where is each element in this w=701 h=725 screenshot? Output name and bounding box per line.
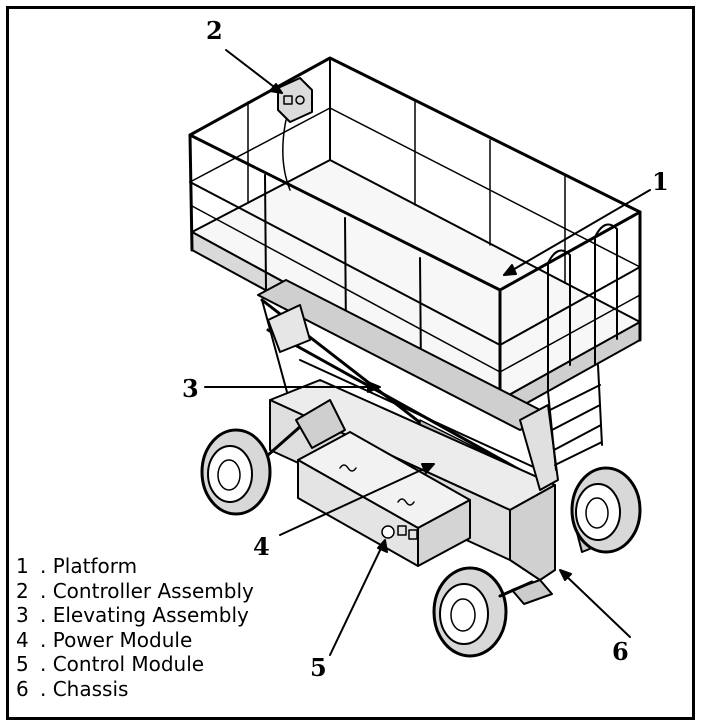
legend-number: 4 bbox=[16, 627, 29, 652]
ladder bbox=[547, 364, 603, 471]
leader-6 bbox=[562, 572, 631, 638]
wheel-front bbox=[432, 566, 534, 658]
legend-number: 6 bbox=[16, 676, 29, 701]
leader-arrows bbox=[204, 49, 651, 656]
legend-item-platform: 1. Platform bbox=[16, 554, 138, 578]
legend-item-elevating-assembly: 3. Elevating Assembly bbox=[16, 603, 249, 628]
callout-3: 3 bbox=[182, 374, 199, 403]
wheel-rear-right bbox=[570, 466, 642, 554]
legend-number: 5 bbox=[16, 652, 29, 677]
legend-label: Elevating Assembly bbox=[52, 603, 249, 628]
legend-item-controller-assembly: 2. Controller Assembly bbox=[16, 578, 254, 603]
callout-6: 6 bbox=[612, 637, 629, 666]
legend-label: Power Module bbox=[52, 627, 193, 652]
controller-box bbox=[277, 77, 313, 191]
control-module bbox=[381, 525, 418, 540]
legend-label: Platform bbox=[52, 554, 138, 578]
legend-label: Controller Assembly bbox=[52, 578, 254, 603]
legend-number: 1 bbox=[16, 554, 29, 578]
legend-item-power-module: 4. Power Module bbox=[16, 627, 193, 652]
legend-list: 1. Platform 2. Controller Assembly 3. El… bbox=[16, 554, 254, 702]
legend-label: Chassis bbox=[52, 676, 129, 701]
leader-4 bbox=[279, 465, 431, 536]
leader-5 bbox=[329, 543, 384, 656]
legend-number: 3 bbox=[16, 603, 29, 628]
leader-2 bbox=[225, 49, 283, 94]
power-module bbox=[297, 431, 471, 567]
callout-4: 4 bbox=[253, 532, 270, 561]
legend-item-chassis: 6. Chassis bbox=[16, 676, 129, 701]
callout-2: 2 bbox=[206, 16, 223, 45]
legend-item-control-module: 5. Control Module bbox=[16, 652, 205, 677]
legend-number: 2 bbox=[16, 578, 29, 603]
leader-1 bbox=[503, 189, 651, 276]
callout-5: 5 bbox=[310, 653, 327, 682]
wheel-rear-left bbox=[200, 399, 346, 516]
legend-label: Control Module bbox=[52, 652, 205, 677]
callout-1: 1 bbox=[652, 167, 669, 196]
